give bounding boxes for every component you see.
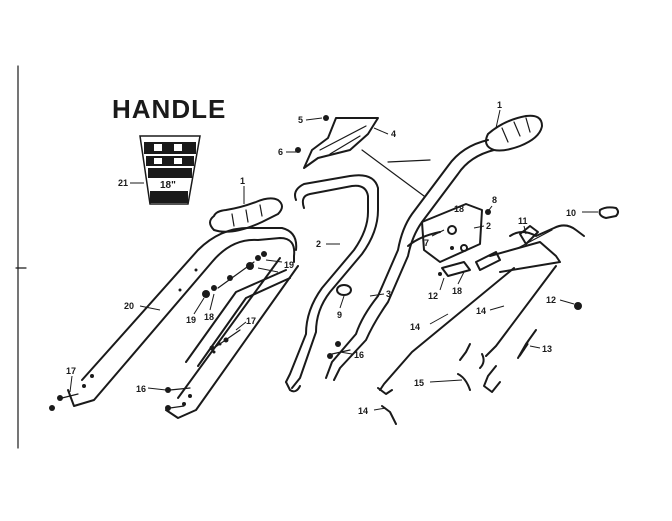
diagram-title: HANDLE (112, 94, 226, 124)
label-card-size: 18" (160, 180, 176, 191)
callout-14a: 14 (410, 322, 420, 332)
callout-16b: 16 (354, 350, 364, 360)
callout-18b: 18 (204, 312, 214, 322)
callout-2: 2 (316, 239, 321, 249)
control-bracket (421, 203, 619, 310)
callout-18a: 18 (452, 286, 462, 296)
callout-19b: 19 (186, 315, 196, 325)
callout-20: 20 (124, 301, 134, 311)
callout-2b: 2 (486, 221, 491, 231)
middle-handle (285, 174, 379, 393)
callout-10: 10 (566, 208, 576, 218)
callout-15: 15 (414, 378, 424, 388)
callout-12b: 12 (546, 295, 556, 305)
leader-lines (69, 109, 598, 411)
cross-brace (303, 117, 431, 197)
fasteners (49, 115, 491, 411)
callout-5: 5 (298, 115, 303, 125)
callout-16a: 16 (136, 384, 146, 394)
callout-9: 9 (337, 310, 342, 320)
control-rods (377, 265, 557, 395)
callout-8: 8 (492, 195, 497, 205)
upper-handle (325, 114, 543, 381)
left-grip (209, 197, 283, 233)
callout-3: 3 (386, 289, 391, 299)
callout-14b: 14 (476, 306, 486, 316)
callout-6: 6 (278, 147, 283, 157)
springs (381, 329, 537, 425)
callout-1: 1 (497, 100, 502, 110)
callout-numbers: 1 1 4 5 6 21 2 3 9 8 2 7 11 10 12 18 12 … (66, 100, 576, 416)
callout-14c: 14 (358, 406, 368, 416)
callout-17b: 17 (246, 316, 256, 326)
lower-handle-frame (67, 226, 299, 419)
callout-21: 21 (118, 178, 128, 188)
callout-17a: 17 (66, 366, 76, 376)
callout-18c: 18 (454, 204, 464, 214)
callout-1-grip: 1 (240, 176, 245, 186)
callout-12a: 12 (428, 291, 438, 301)
label-card: 18" (139, 135, 201, 205)
callout-7: 7 (424, 238, 429, 248)
callout-19a: 19 (284, 260, 294, 270)
callout-11: 11 (518, 216, 528, 226)
callout-4: 4 (391, 129, 396, 139)
callout-13: 13 (542, 344, 552, 354)
